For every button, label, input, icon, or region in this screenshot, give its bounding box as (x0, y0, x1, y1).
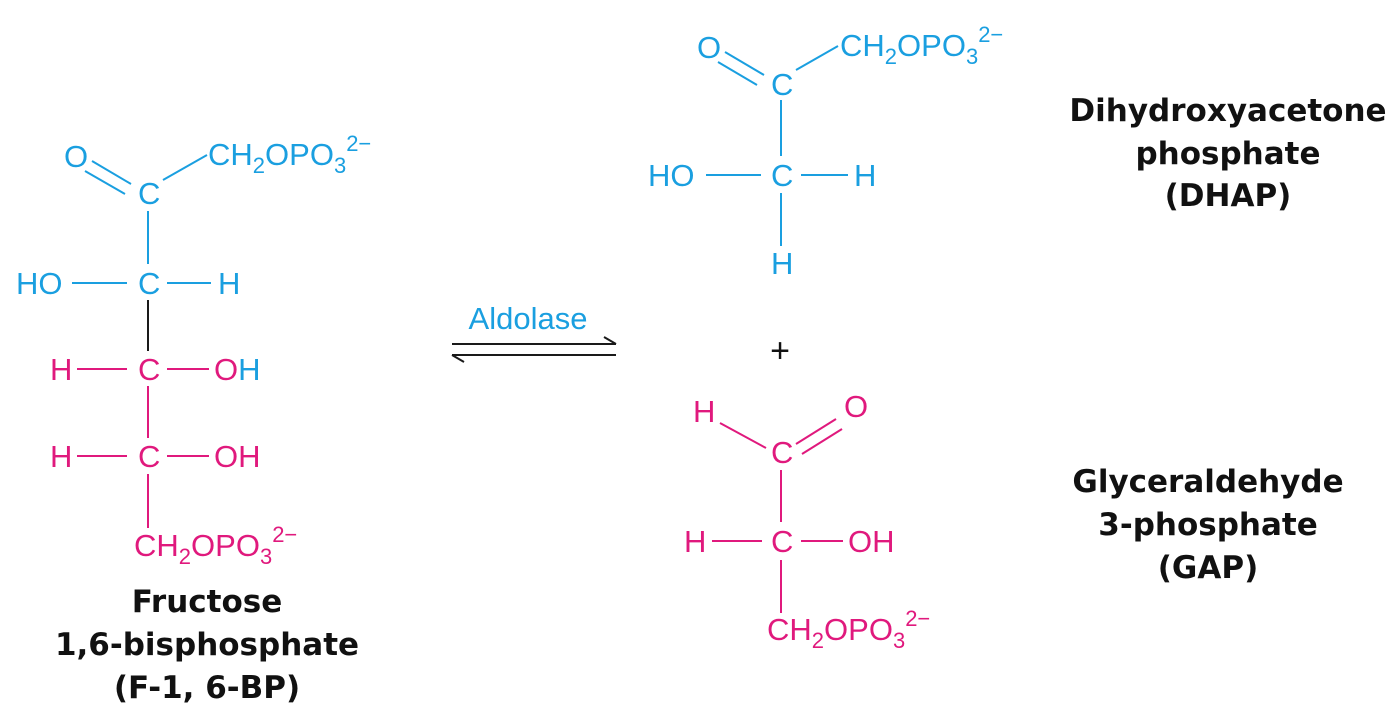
fbp-c4-h: H (50, 352, 72, 387)
gap-double-bond-1 (795, 418, 837, 445)
dhap-structure: O C CH2OPO32− HO C H H (648, 22, 1003, 281)
fbp-double-bond-2 (84, 170, 126, 195)
fbp-c5-oh: OH (214, 439, 261, 474)
fbp-ch2opo3-bottom: CH2OPO32− (134, 522, 297, 569)
fbp-c3-ho: HO (16, 266, 63, 301)
gap-c2-h: H (684, 524, 706, 559)
gap-name-line3: (GAP) (1158, 550, 1259, 586)
fbp-c3: C (138, 266, 160, 301)
fbp-bond-c1 (162, 154, 208, 181)
fructose-bisphosphate-structure: O C CH2OPO32− HO C H H C OH H C OH CH2OP… (16, 131, 371, 569)
gap-c1: C (771, 435, 793, 470)
dhap-name-line2: phosphate (1135, 136, 1320, 172)
dhap-c2: C (771, 67, 793, 102)
gap-c2-oh: OH (848, 524, 895, 559)
fbp-carbonyl-o: O (64, 139, 88, 174)
dhap-double-bond-1 (724, 51, 765, 76)
plus-sign: + (770, 332, 790, 370)
fbp-c4: C (138, 352, 160, 387)
gap-structure: H C O H C OH CH2OPO32− (684, 389, 930, 653)
gap-carbonyl-o: O (844, 389, 868, 424)
dhap-name-label: Dihydroxyacetone phosphate (DHAP) (1069, 93, 1386, 214)
dhap-carbonyl-o: O (697, 30, 721, 65)
fbp-c2: C (138, 176, 160, 211)
fbp-ch2opo3-top: CH2OPO32− (208, 131, 371, 178)
gap-name-label: Glyceraldehyde 3-phosphate (GAP) (1072, 464, 1343, 586)
fbp-name-line3: (F-1, 6-BP) (114, 670, 300, 706)
dhap-c1: C (771, 158, 793, 193)
dhap-ho: HO (648, 158, 695, 193)
forward-arrow-head (603, 336, 617, 345)
gap-aldehyde-h: H (693, 394, 715, 429)
fbp-double-bond-1 (91, 160, 132, 185)
fbp-name-line2: 1,6-bisphosphate (55, 627, 359, 663)
fbp-name-label: Fructose 1,6-bisphosphate (F-1, 6-BP) (55, 584, 359, 706)
fbp-c3-h: H (218, 266, 240, 301)
enzyme-label: Aldolase (469, 301, 588, 336)
fbp-c5-h: H (50, 439, 72, 474)
gap-double-bond-2 (801, 428, 843, 455)
dhap-bond-c-ch2 (795, 45, 839, 71)
dhap-name-line1: Dihydroxyacetone (1069, 93, 1386, 129)
dhap-h-bottom: H (771, 246, 793, 281)
reverse-arrow-head (451, 354, 465, 363)
equilibrium-arrow: Aldolase (451, 301, 617, 363)
fbp-c4-oh: OH (214, 352, 261, 387)
dhap-name-line3: (DHAP) (1165, 178, 1292, 214)
gap-name-line1: Glyceraldehyde (1072, 464, 1343, 500)
gap-c2: C (771, 524, 793, 559)
dhap-ch2opo3: CH2OPO32− (840, 22, 1003, 69)
dhap-h-right: H (854, 158, 876, 193)
fbp-c5: C (138, 439, 160, 474)
gap-name-line2: 3-phosphate (1098, 507, 1317, 543)
fbp-name-line1: Fructose (132, 584, 283, 620)
dhap-double-bond-2 (717, 61, 758, 86)
gap-bond-h-c (719, 422, 767, 449)
gap-ch2opo3: CH2OPO32− (767, 606, 930, 653)
